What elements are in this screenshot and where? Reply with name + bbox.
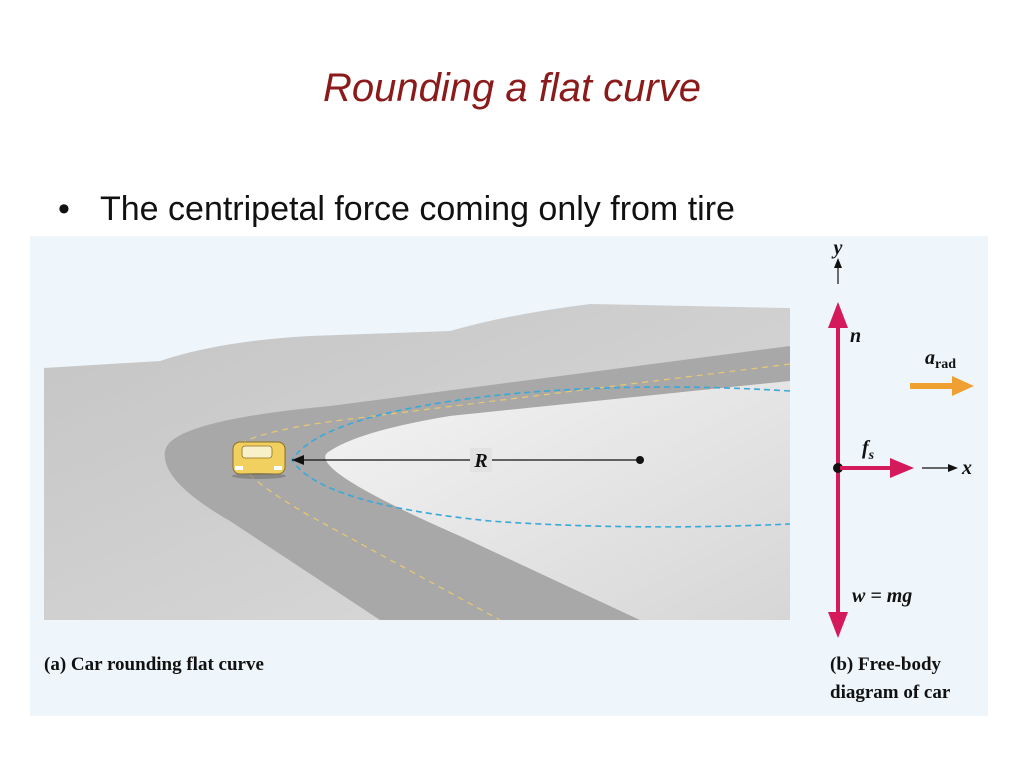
weight-arrowhead [828, 612, 848, 638]
caption-b-line2: diagram of car [830, 682, 951, 703]
car-point [833, 463, 843, 473]
physics-diagram: R y n w = mg fs x arad [44, 237, 974, 703]
bullet-item: • The centripetal force coming only from … [58, 190, 735, 229]
normal-force-label: n [850, 325, 861, 347]
x-axis-label: x [961, 457, 972, 479]
bullet-text: The centripetal force coming only from t… [100, 190, 735, 228]
figure-panel: R y n w = mg fs x arad [30, 236, 988, 716]
road [164, 346, 790, 620]
curve-interior [325, 381, 790, 620]
caption-a-tag: (a) [44, 654, 66, 675]
normal-force-arrowhead [828, 302, 848, 328]
y-axis-label: y [832, 237, 843, 259]
radius-label: R [473, 450, 487, 472]
car-icon [232, 441, 286, 479]
y-axis-arrowhead [834, 258, 842, 268]
friction-force-subscript: s [868, 448, 875, 463]
road-center-line [234, 363, 791, 621]
accel-symbol: a [925, 347, 935, 369]
caption-b-tag: (b) [830, 654, 853, 675]
weight-label: w = mg [852, 585, 912, 607]
x-axis-arrowhead [948, 464, 958, 472]
caption-b-text1: Free-body [853, 654, 941, 675]
caption-a: (a) Car rounding flat curve [44, 654, 264, 675]
bullet-dot: • [58, 190, 70, 228]
radius-arrowhead [292, 455, 304, 465]
accel-arrowhead [952, 376, 974, 396]
caption-a-text: Car rounding flat curve [66, 654, 264, 675]
slide-title: Rounding a flat curve [322, 66, 701, 110]
curve-center-dot [636, 456, 644, 464]
friction-force-symbol: f [862, 437, 871, 459]
accel-subscript: rad [935, 357, 956, 372]
friction-force-arrowhead [890, 458, 914, 478]
caption-b-line1: (b) Free-body [830, 654, 942, 675]
accel-label: arad [925, 347, 956, 372]
radius-label-bg [470, 448, 492, 472]
friction-force-label: fs [862, 437, 875, 463]
